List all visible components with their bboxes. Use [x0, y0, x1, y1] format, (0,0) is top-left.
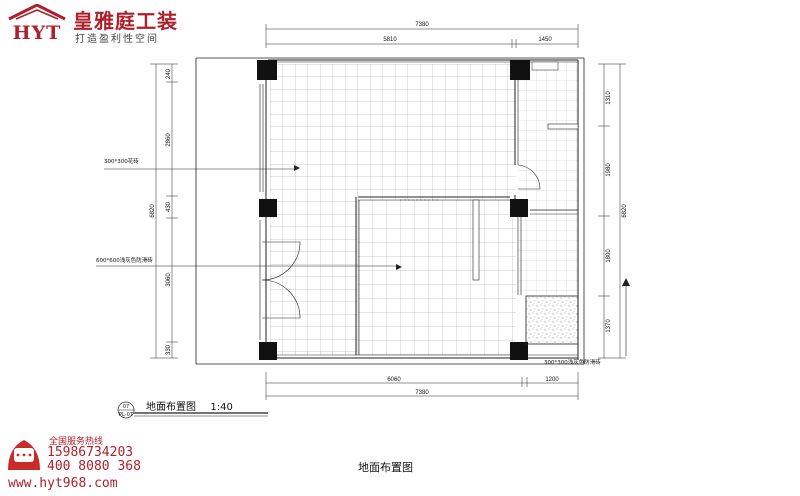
- dim-bottom-left: 6060: [387, 377, 401, 383]
- label-tile-300: 300*300花砖: [104, 157, 139, 165]
- tile-area-center: [358, 200, 516, 355]
- dim-top-right: 1450: [538, 37, 552, 43]
- hotline-phone-1: 15986734203: [47, 445, 134, 460]
- dim-bottom-total: 7380: [415, 390, 429, 396]
- column-mid-right: [510, 199, 528, 217]
- dim-top-left: 5810: [383, 37, 397, 43]
- tile-area-main: [270, 64, 516, 200]
- phone-icon: [8, 440, 40, 470]
- dim-left-1: 240: [166, 68, 172, 79]
- dim-bottom-right: 1200: [545, 377, 559, 383]
- dim-left-3: 430: [166, 201, 172, 212]
- brand-name: 皇雅庭工装: [73, 9, 178, 33]
- logo-icon: HYT: [8, 3, 66, 44]
- door-right: [517, 164, 541, 190]
- plan-title-text: 地面布置图: [146, 402, 196, 413]
- dim-right-3: 1800: [606, 249, 612, 263]
- dim-right-2: 1980: [606, 163, 612, 177]
- dim-top-total: 7380: [415, 22, 429, 28]
- column-bottom-right: [510, 342, 528, 360]
- hotline-website: www.hyt968.com: [8, 476, 118, 491]
- hotline-phone-2: 400 8080 368: [47, 459, 141, 474]
- dim-right-total: 6820: [622, 204, 628, 218]
- dim-right-4: 1370: [606, 319, 612, 333]
- plan-title: 地面布置图 1:40: [146, 398, 233, 413]
- label-tile-600: 600*600浅灰色防滑砖: [96, 256, 153, 264]
- label-tile-grey-300: 300*300浅灰色防滑砖: [544, 358, 601, 366]
- dim-left-total: 6820: [150, 204, 156, 218]
- ref-bottom: PL-07: [119, 412, 133, 418]
- tile-area-left-lower: [270, 200, 358, 355]
- tile-area-right: [518, 62, 578, 294]
- column-top-left: [257, 60, 277, 80]
- ref-top: 07: [123, 404, 129, 410]
- column-top-right: [510, 60, 530, 80]
- dim-left-2: 2860: [166, 133, 172, 147]
- dim-left-5: 330: [166, 344, 172, 355]
- column-bottom-left: [259, 342, 277, 360]
- plan-scale: 1:40: [210, 402, 233, 413]
- hotline-label: 全国服务热线: [49, 437, 104, 447]
- logo: HYT: [6, 3, 68, 44]
- dim-left-4: 3060: [166, 273, 172, 287]
- brand-slogan: 打造盈利性空间: [75, 34, 159, 45]
- column-mid-left: [259, 199, 277, 217]
- grey-tile-area: [525, 295, 579, 345]
- door-left-lower: [261, 279, 301, 319]
- door-left-upper: [261, 241, 301, 281]
- logo-text: HYT: [13, 22, 62, 44]
- drawing-caption: 地面布置图: [358, 461, 413, 474]
- dim-right-1: 1310: [606, 91, 612, 105]
